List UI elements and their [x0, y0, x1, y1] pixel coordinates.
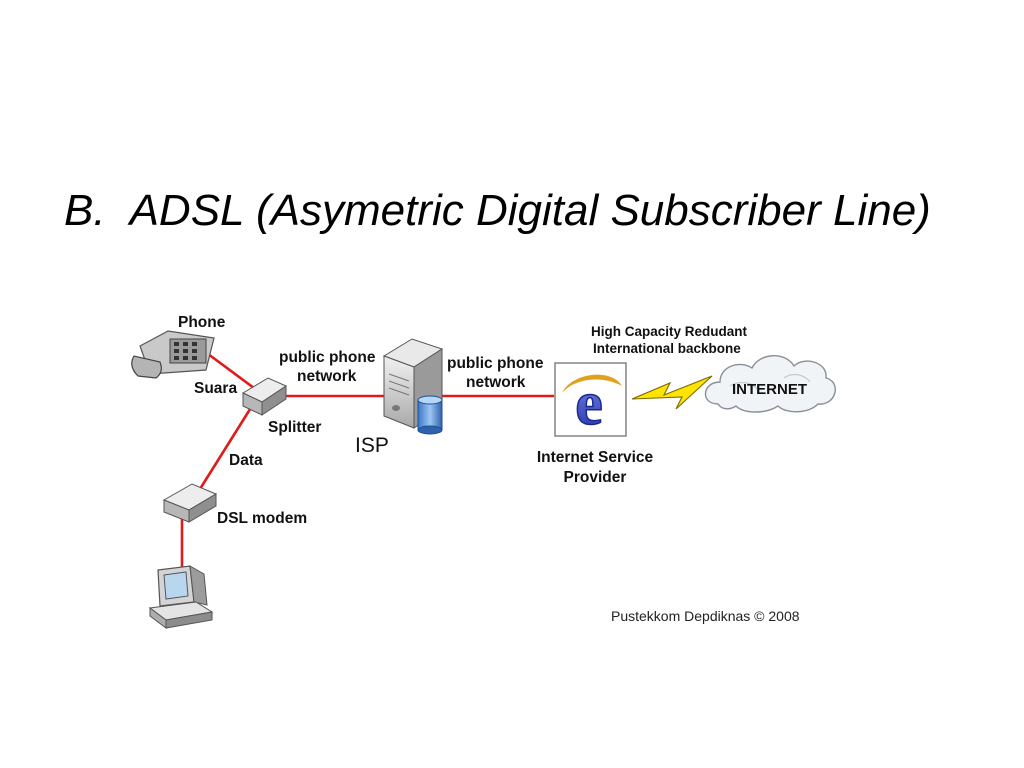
internet-label: INTERNET [732, 381, 807, 398]
server-icon [382, 338, 444, 429]
line-splitter-modem [193, 405, 254, 498]
database-icon [417, 395, 443, 435]
slide-title-text: ADSL (Asymetric Digital Subscriber Line) [129, 186, 931, 235]
svg-text:e: e [575, 370, 603, 438]
public-phone-network-left-line2: network [297, 368, 357, 385]
internet-service-provider-line1: Internet Service [537, 449, 654, 466]
public-phone-network-right-line2: network [466, 374, 526, 391]
public-phone-network-right-line1: public phone [447, 355, 544, 372]
public-phone-network-left-line1: public phone [279, 349, 376, 366]
credit-text: Pustekkom Depdiknas © 2008 [611, 608, 800, 624]
slide-marker: B. [64, 186, 106, 235]
dsl-modem-label: DSL modem [217, 510, 307, 527]
suara-label: Suara [194, 380, 237, 397]
backbone-label-line1: High Capacity Redudant [591, 324, 748, 339]
lightning-icon [631, 375, 713, 410]
backbone-label-line2: International backbone [593, 341, 741, 356]
data-label: Data [229, 452, 263, 469]
telephone-icon [131, 330, 215, 379]
splitter-label: Splitter [268, 419, 321, 436]
cloud-icon [704, 355, 836, 413]
internet-service-provider-line2: Provider [564, 469, 627, 486]
computer-icon [148, 565, 214, 629]
slide-title: B. ADSL (Asymetric Digital Subscriber Lin… [64, 186, 931, 236]
isp-label: ISP [355, 434, 389, 457]
splitter-icon [241, 377, 288, 416]
dsl-modem-icon [162, 483, 218, 523]
phone-label: Phone [178, 314, 226, 331]
internet-explorer-icon: e [554, 362, 627, 439]
